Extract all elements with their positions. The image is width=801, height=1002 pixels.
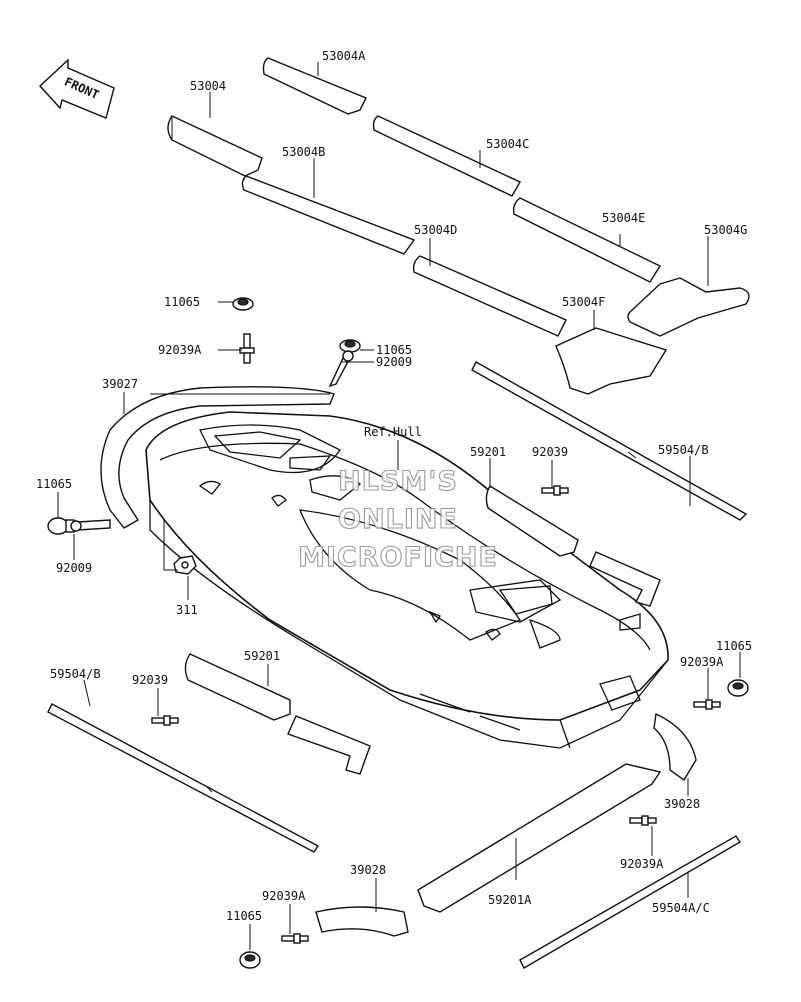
deck-mat-53004g[interactable] xyxy=(627,277,750,337)
rub-rail-59504ac[interactable] xyxy=(519,835,741,969)
deck-mat-53004a[interactable] xyxy=(262,57,367,115)
label-53004f[interactable]: 53004F xyxy=(562,295,605,309)
screw-92009-mid[interactable] xyxy=(328,350,354,388)
label-92039a-bottom[interactable]: 92039A xyxy=(262,889,306,903)
rub-rail-59504b-right[interactable] xyxy=(471,361,748,521)
label-53004c[interactable]: 53004C xyxy=(486,137,529,151)
gunnel-guard-39027[interactable] xyxy=(100,386,335,529)
label-53004d[interactable]: 53004D xyxy=(414,223,457,237)
label-92039-right[interactable]: 92039 xyxy=(532,445,568,459)
cap-11065-top[interactable] xyxy=(232,297,254,311)
label-39028-right[interactable]: 39028 xyxy=(664,797,700,811)
label-11065-top[interactable]: 11065 xyxy=(164,295,200,309)
label-11065-bottom[interactable]: 11065 xyxy=(226,909,262,923)
part-labels: 53004 53004A 53004B 53004C 53004D 53004E… xyxy=(36,49,752,923)
nut-311[interactable] xyxy=(173,555,197,575)
bumper-39028-right[interactable] xyxy=(653,712,697,782)
label-59201-right[interactable]: 59201 xyxy=(470,445,506,459)
deck-mat-53004c[interactable] xyxy=(372,115,521,197)
label-53004b[interactable]: 53004B xyxy=(282,145,325,159)
cap-11065-mid[interactable] xyxy=(339,339,361,353)
label-92039-left[interactable]: 92039 xyxy=(132,673,168,687)
label-53004g[interactable]: 53004G xyxy=(704,223,747,237)
sponson-59201-right[interactable] xyxy=(485,485,661,607)
watermark: HLSM'S ONLINE MICROFICHE xyxy=(298,465,498,573)
rivet-92039a-right[interactable] xyxy=(693,699,721,710)
bumper-39028-bottom[interactable] xyxy=(315,906,409,937)
watermark-line-1: HLSM'S xyxy=(338,466,458,497)
screw-92009-left[interactable] xyxy=(70,519,111,532)
rivet-92039a-lowright[interactable] xyxy=(629,815,657,826)
label-92009-mid[interactable]: 92009 xyxy=(376,355,412,369)
rivet-92039a-bottom[interactable] xyxy=(281,933,309,944)
rivet-92039a-top[interactable] xyxy=(239,333,255,364)
label-53004[interactable]: 53004 xyxy=(190,79,226,93)
label-92039a-right[interactable]: 92039A xyxy=(680,655,724,669)
label-59504b-left[interactable]: 59504/B xyxy=(50,667,101,681)
label-11065-right[interactable]: 11065 xyxy=(716,639,752,653)
label-92009-left[interactable]: 92009 xyxy=(56,561,92,575)
cap-11065-right[interactable] xyxy=(727,679,749,697)
label-39028-bottom[interactable]: 39028 xyxy=(350,863,386,877)
cap-11065-left[interactable] xyxy=(47,517,75,535)
label-311[interactable]: 311 xyxy=(176,603,198,617)
label-11065-mid[interactable]: 11065 xyxy=(376,343,412,357)
rivet-92039-left[interactable] xyxy=(151,715,179,726)
label-39027[interactable]: 39027 xyxy=(102,377,138,391)
label-53004e[interactable]: 53004E xyxy=(602,211,645,225)
label-59504ac[interactable]: 59504A/C xyxy=(652,901,710,915)
leader-lines xyxy=(57,62,741,950)
deck-mat-53004[interactable] xyxy=(167,115,263,177)
label-92039a-lowright[interactable]: 92039A xyxy=(620,857,664,871)
deck-mat-53004d[interactable] xyxy=(412,255,567,337)
rivet-92039-right[interactable] xyxy=(541,485,569,496)
deck-mat-53004f[interactable] xyxy=(555,327,668,395)
label-59201-left[interactable]: 59201 xyxy=(244,649,280,663)
cap-11065-bottom[interactable] xyxy=(239,951,261,969)
rub-rail-59504b-left[interactable] xyxy=(47,703,320,853)
front-direction-arrow: FRONT xyxy=(39,58,115,119)
label-92039a-top[interactable]: 92039A xyxy=(158,343,202,357)
sponson-59201-left[interactable] xyxy=(184,653,371,775)
label-59504b-right[interactable]: 59504/B xyxy=(658,443,709,457)
watermark-line-3: MICROFICHE xyxy=(298,542,498,573)
sponson-59201a[interactable] xyxy=(417,763,662,913)
watermark-line-2: ONLINE xyxy=(338,504,458,535)
label-53004a[interactable]: 53004A xyxy=(322,49,366,63)
deck-mat-53004b[interactable] xyxy=(241,175,416,255)
deck-mat-53004e[interactable] xyxy=(512,197,662,283)
label-ref-hull[interactable]: Ref.Hull xyxy=(364,425,422,439)
label-11065-left[interactable]: 11065 xyxy=(36,477,72,491)
hull-reference[interactable] xyxy=(145,411,669,749)
label-59201a[interactable]: 59201A xyxy=(488,893,532,907)
